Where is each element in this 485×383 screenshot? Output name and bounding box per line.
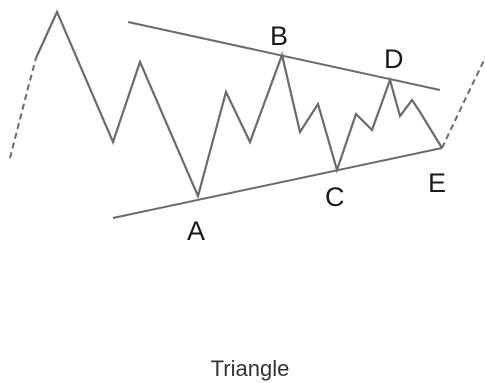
point-label-d: D [384, 44, 404, 74]
diagram-caption: Triangle [211, 356, 290, 381]
price-path-lead-in [9, 57, 37, 159]
price-path-breakout [441, 55, 485, 149]
point-label-b: B [270, 21, 288, 51]
lower-trendline [112, 147, 443, 219]
point-label-e: E [428, 168, 446, 198]
point-label-a: A [187, 216, 205, 246]
point-label-c: C [325, 182, 345, 212]
price-path [34, 9, 443, 200]
upper-trendline [127, 21, 441, 91]
